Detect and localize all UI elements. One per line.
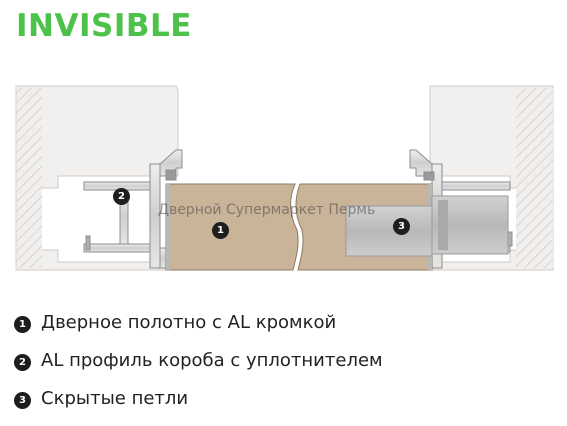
left-frame-profile (83, 149, 183, 269)
legend-number: 2 (14, 354, 31, 371)
legend-text: Дверное полотно с AL кромкой (41, 312, 337, 333)
legend-number: 3 (14, 392, 31, 409)
left-wall (15, 85, 179, 271)
marker-1: 1 (212, 222, 229, 239)
title: INVISIBLE (16, 8, 192, 44)
right-wall-hatch (516, 88, 553, 268)
marker-3: 3 (393, 218, 410, 235)
legend-text: Скрытые петли (41, 388, 189, 409)
legend-text: AL профиль короба с уплотнителем (41, 350, 383, 371)
door-section-diagram (15, 85, 554, 271)
left-wall-hatch (16, 88, 42, 268)
door-edge-left (166, 184, 170, 270)
door-leaf-left (165, 183, 299, 271)
watermark: Дверной Супермаркет Пермь (158, 202, 376, 218)
concealed-hinge (345, 195, 509, 257)
marker-2: 2 (113, 188, 130, 205)
legend-number: 1 (14, 316, 31, 333)
